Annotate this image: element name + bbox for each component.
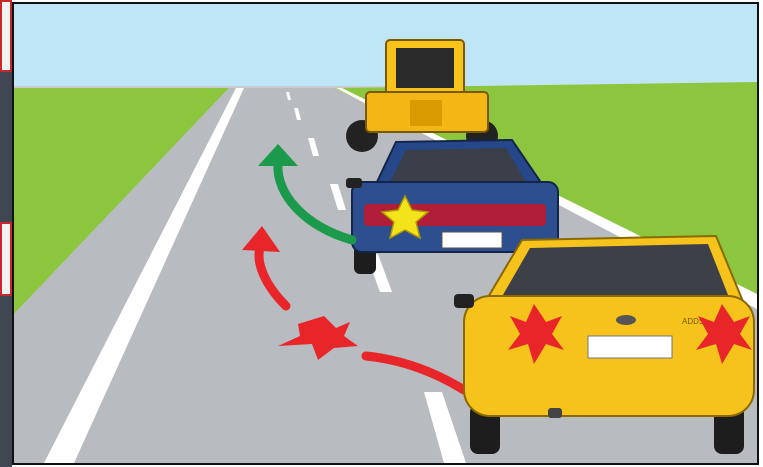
sidebar-tab[interactable] — [0, 222, 12, 296]
left-sidebar-strip — [0, 0, 12, 467]
illustration-frame: ADDS — [12, 2, 759, 465]
traffic-scene: ADDS — [14, 4, 757, 463]
sidebar-tab[interactable] — [0, 0, 12, 72]
